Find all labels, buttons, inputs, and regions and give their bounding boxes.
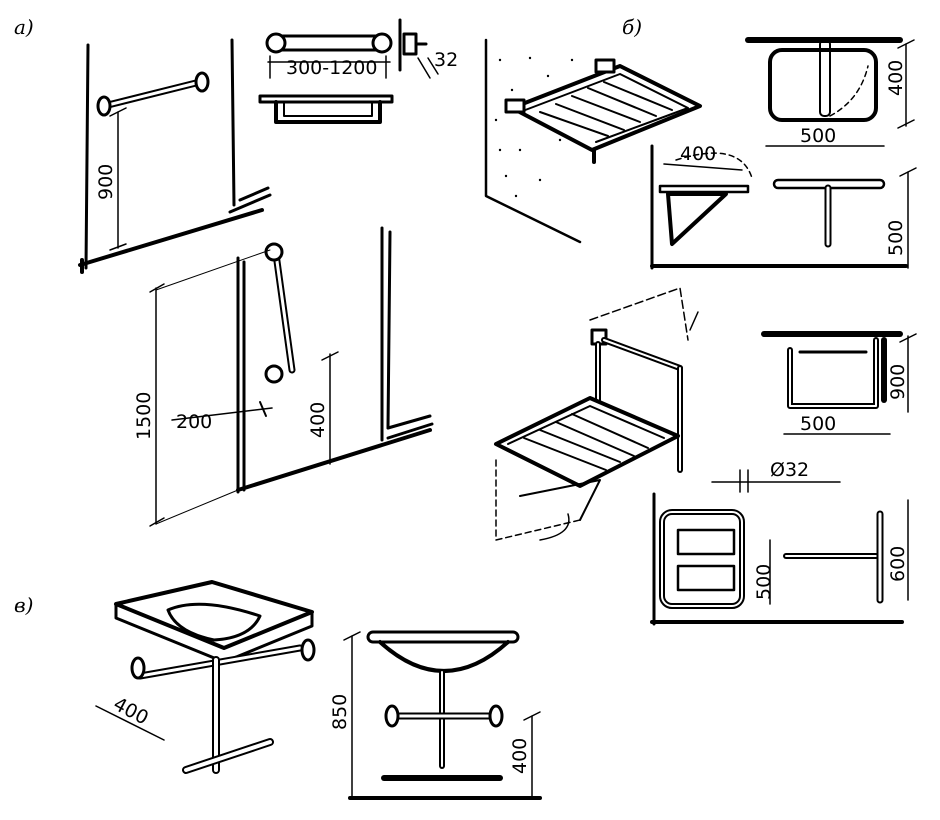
dim-vert-height: 1500 — [133, 392, 155, 440]
chair-plan — [711, 331, 917, 493]
sink-perspective — [95, 580, 316, 774]
sink-elevation — [343, 630, 542, 800]
dim-sink-pipe-height: 400 — [509, 738, 531, 774]
dim-chair-side-height: 600 — [887, 546, 909, 582]
vertical-grab-bar-view — [149, 226, 434, 527]
grab-bar-detail — [258, 18, 439, 124]
dim-vert-low: 400 — [307, 402, 329, 438]
panel-a-label: а) — [14, 15, 34, 39]
folding-seat-perspective — [484, 38, 702, 244]
dim-vert-offset: 200 — [176, 411, 212, 433]
dim-seat-side-depth: 400 — [680, 143, 716, 165]
dim-sink-height: 850 — [329, 694, 351, 730]
dim-seat-top-depth: 400 — [885, 60, 907, 96]
dim-chair-top-depth: 900 — [887, 364, 909, 400]
chair-front-side — [650, 492, 909, 626]
dim-seat-side-height: 500 — [885, 220, 907, 256]
dim-seat-top-width: 500 — [800, 125, 836, 147]
wall-grab-bar-view — [78, 38, 272, 274]
panel-v-label: в) — [14, 593, 33, 617]
dim-grab-height: 900 — [95, 164, 117, 200]
dim-grab-dia: 32 — [434, 49, 458, 71]
panel-v: в) 400 — [14, 580, 542, 800]
panel-a: а) 900 — [14, 15, 458, 527]
seat-plan — [745, 37, 915, 147]
dim-chair-front-height: 500 — [753, 564, 775, 600]
dim-grab-length: 300-1200 — [286, 57, 377, 79]
panel-b: б) — [484, 15, 917, 626]
dim-chair-pipe-dia: Ø32 — [770, 459, 809, 481]
seat-side-front — [650, 144, 917, 270]
dim-chair-top-width: 500 — [800, 413, 836, 435]
folding-chair-perspective — [494, 287, 699, 541]
panel-b-label: б) — [622, 15, 642, 39]
